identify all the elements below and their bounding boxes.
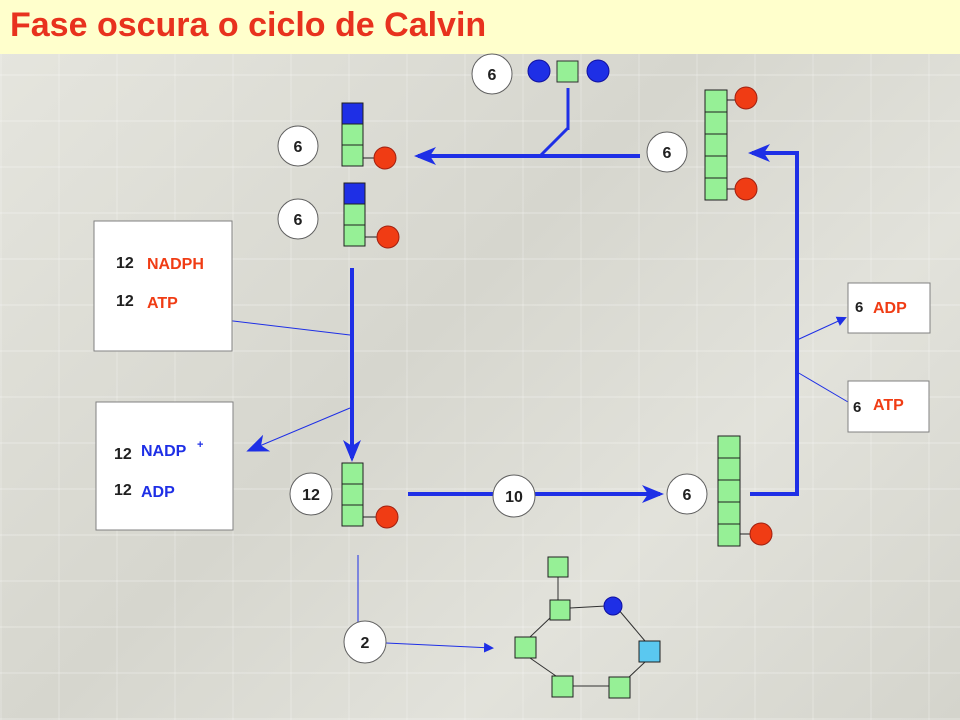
intermediate-molecule-bottom	[343, 182, 400, 249]
adp-right-connector	[796, 316, 847, 341]
count-badge-intermediate-top: 6	[277, 125, 319, 167]
count-badge-ribulose-in: 6	[646, 131, 688, 173]
atp-right-connector	[796, 371, 849, 403]
adp-out-label: ADP	[141, 484, 175, 501]
pgal-molecule	[341, 462, 399, 529]
nadp-count: 12	[114, 446, 132, 463]
arrow-to-ribulose	[748, 144, 799, 496]
count-badge-pentose: 6	[666, 473, 708, 515]
nadph-count: 12	[116, 255, 134, 272]
adp-out-count: 12	[114, 482, 132, 499]
nadph-label: NADPH	[147, 256, 204, 273]
count-badge-co2: 6	[471, 53, 513, 95]
adp-right-label: ADP	[873, 300, 907, 317]
nadp-adp-connector	[246, 407, 351, 452]
adp-right-count: 6	[855, 299, 863, 316]
title-bar: Fase oscura o ciclo de Calvin	[0, 0, 960, 54]
count-co2-text: 6	[488, 67, 497, 84]
count-badge-intermediate-bottom: 6	[277, 198, 319, 240]
nadp-label: NADP	[141, 443, 187, 460]
atp-in-label: ATP	[147, 295, 178, 312]
atp-right-label: ATP	[873, 397, 904, 414]
page-title: Fase oscura o ciclo de Calvin	[10, 6, 487, 44]
count-badge-pgal: 12	[289, 472, 333, 516]
count-pentose-text: 6	[683, 487, 692, 504]
atp-right-box	[847, 380, 930, 433]
count-pgal-text: 12	[302, 487, 320, 504]
atp-in-count: 12	[116, 293, 134, 310]
glucose-ring-molecule	[514, 556, 661, 699]
count-intermediate-bottom-text: 6	[294, 212, 303, 229]
count-intermediate-top-text: 6	[294, 139, 303, 156]
co2-feed-diagonal	[538, 126, 570, 158]
cofactor-output-box	[95, 401, 234, 531]
adp-right-box	[847, 282, 931, 334]
intermediate-molecule-top	[341, 102, 397, 170]
count-badge-glucose: 2	[343, 620, 387, 664]
count-glucose-text: 2	[361, 635, 370, 652]
co2-molecule	[527, 59, 610, 83]
nadp-superscript: +	[197, 439, 203, 451]
ribulose-bisphosphate-molecule	[704, 86, 758, 201]
atp-right-count: 6	[853, 399, 861, 416]
count-badge-regenerated: 10	[492, 474, 536, 518]
count-regenerated-text: 10	[505, 489, 523, 506]
glucose-output-arrow	[385, 642, 494, 653]
count-ribulose-in-text: 6	[663, 145, 672, 162]
ribulose-phosphate-molecule	[717, 435, 773, 547]
cofactor-input-box	[93, 220, 233, 352]
